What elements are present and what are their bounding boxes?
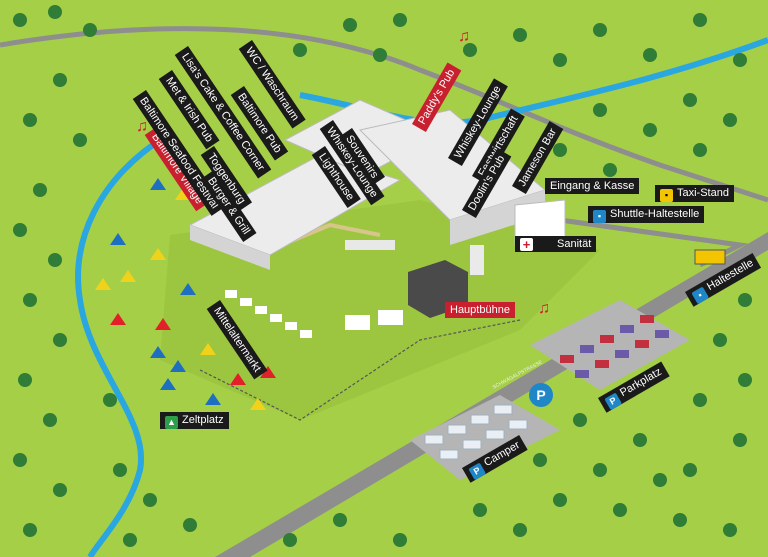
label-text: Eingang & Kasse [550, 180, 635, 192]
medical-cross-icon: + [520, 238, 533, 251]
river-west [75, 137, 162, 557]
fence [199, 319, 521, 421]
tents [95, 178, 276, 410]
label-zeltplatz[interactable]: ▲ Zeltplatz [160, 412, 229, 429]
top-road [0, 26, 768, 203]
label-text: Taxi-Stand [677, 187, 729, 199]
label-hauptbuehne[interactable]: Hauptbühne [445, 302, 515, 318]
bus-icon: ▪ [593, 210, 606, 223]
taxi-icon: ▪ [660, 189, 673, 202]
trees [13, 5, 752, 547]
cars [560, 315, 669, 378]
parking-sign-letter: P [536, 387, 545, 403]
label-shuttle-haltestelle[interactable]: ▪ Shuttle-Haltestelle [588, 206, 705, 223]
label-text: Zeltplatz [182, 414, 224, 426]
music-note-icon: ♫ [458, 28, 470, 45]
label-text: Hauptbühne [450, 304, 510, 316]
music-note-icon: ♫ [538, 300, 550, 317]
label-text: Sanität [557, 238, 592, 250]
tent-icon: ▲ [165, 416, 178, 429]
bus [694, 249, 726, 265]
label-sanitaet[interactable]: + Sanität [515, 236, 597, 252]
parking-sign [529, 383, 553, 407]
label-text: Shuttle-Haltestelle [610, 208, 700, 220]
label-eingang-kasse[interactable]: Eingang & Kasse [545, 178, 640, 194]
label-taxi-stand[interactable]: ▪ Taxi-Stand [655, 185, 734, 202]
music-note-icon: ♫ [136, 118, 148, 135]
campers [424, 404, 528, 460]
